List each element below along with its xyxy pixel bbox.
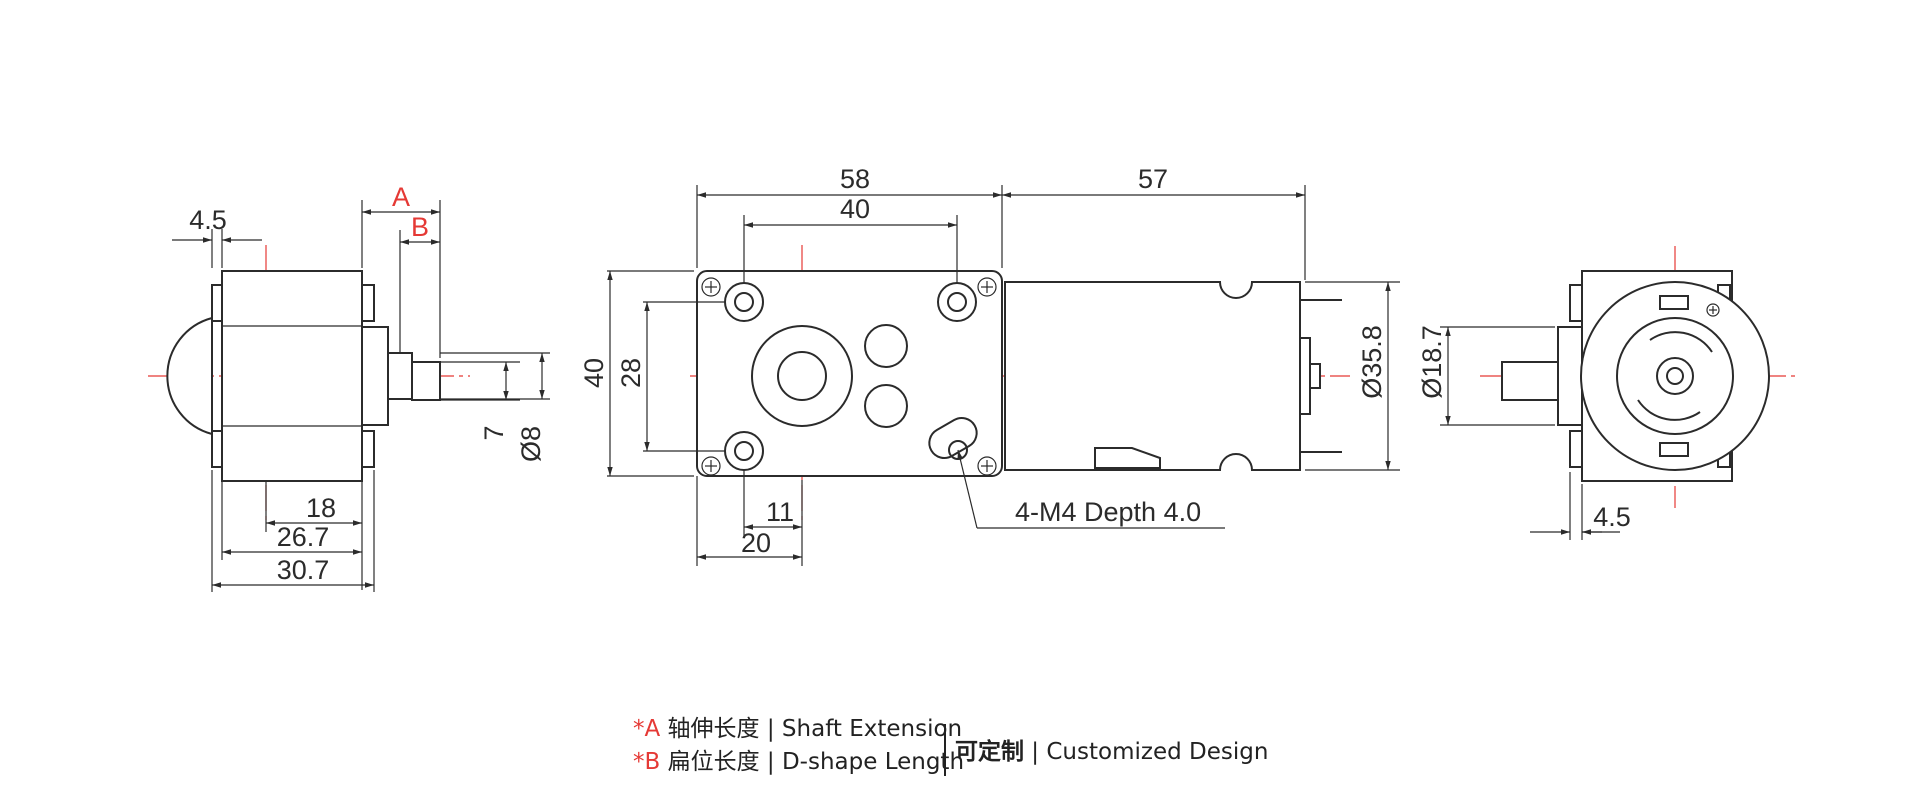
- legend-custom-cn: 可定制: [955, 739, 1024, 765]
- screw-icon: [701, 277, 721, 297]
- dim-body-width: 18: [306, 493, 336, 523]
- legend-en-b: D-shape Length: [781, 749, 965, 775]
- end-shaft-center: [1666, 367, 1684, 385]
- end-bearing: [1656, 357, 1694, 395]
- dim-shaft-offset-x: 20: [741, 528, 771, 558]
- screw-icon: [701, 456, 721, 476]
- legend-sep-b: |: [759, 749, 782, 775]
- dim-gearbox-length: 58: [840, 164, 870, 194]
- legend-sep-a: |: [759, 716, 782, 742]
- legend-mark-a: *A: [633, 716, 661, 742]
- end-view: Ø18.7 4.5: [1417, 246, 1800, 540]
- legend: *A 轴伸长度 | Shaft Extension *B 扁位长度 | D-sh…: [0, 700, 1920, 785]
- dim-hole-spacing-y: 28: [616, 358, 646, 388]
- legend-en-a: Shaft Extension: [781, 716, 963, 742]
- side-tab-top-right: [361, 284, 375, 322]
- callout-thread: 4-M4 Depth 4.0: [1015, 497, 1201, 527]
- front-motor-label: [1094, 447, 1161, 469]
- side-motor-dome: [166, 316, 213, 436]
- legend-rows: *A 轴伸长度 | Shaft Extension *B 扁位长度 | D-sh…: [633, 713, 964, 779]
- front-gear-hole: [864, 384, 908, 428]
- front-shaft: [777, 351, 827, 401]
- side-boss: [361, 326, 389, 426]
- plus-icon: [1706, 303, 1720, 317]
- end-vent-slot: [1649, 331, 1713, 353]
- end-vent-slot: [1637, 399, 1701, 421]
- side-gearbox-body: [221, 270, 363, 482]
- front-motor-can: [1004, 281, 1301, 471]
- front-gearbox-plate: [696, 270, 1003, 477]
- side-tab-bottom-right: [361, 430, 375, 468]
- side-shaft-flat: [411, 361, 441, 401]
- dim-total-depth: 26.7: [277, 522, 330, 552]
- front-view: 58 57 40 40 28 11 20 Ø35.8 4-M4 Depth 4.…: [579, 164, 1400, 566]
- screw-icon: [977, 277, 997, 297]
- legend-row-b: *B 扁位长度 | D-shape Length: [633, 746, 964, 779]
- dim-end-flange-gap: 4.5: [1593, 502, 1631, 532]
- legend-cn-b: 扁位长度: [667, 749, 760, 775]
- end-terminal: [1659, 295, 1689, 310]
- legend-customized: 可定制 | Customized Design: [955, 732, 1268, 766]
- legend-cn-a: 轴伸长度: [667, 716, 760, 742]
- screw-icon: [977, 456, 997, 476]
- dim-shaft-diameter: Ø8: [516, 426, 546, 462]
- end-motor-face: [1580, 281, 1770, 471]
- front-gear-hole: [864, 324, 908, 368]
- end-tab: [1569, 430, 1583, 468]
- legend-divider: [944, 724, 946, 776]
- dim-motor-diameter: Ø35.8: [1357, 325, 1387, 399]
- end-tab: [1569, 284, 1583, 322]
- dim-gearbox-height: 40: [579, 358, 609, 388]
- dim-flat-height: 7: [479, 425, 509, 440]
- front-motor-bearing: [1309, 363, 1321, 389]
- dim-side-flange-gap: 4.5: [189, 205, 227, 235]
- side-shaft-base: [387, 352, 413, 400]
- front-shaft-boss: [751, 325, 853, 427]
- end-boss: [1557, 326, 1583, 426]
- dim-boss-diameter: Ø18.7: [1417, 325, 1447, 399]
- end-terminal: [1659, 442, 1689, 457]
- legend-custom-sep: |: [1024, 739, 1047, 765]
- legend-mark-b: *B: [633, 749, 661, 775]
- end-motor-ring: [1616, 317, 1734, 435]
- end-shaft: [1501, 361, 1559, 401]
- side-view: 4.5 A B 7 Ø8 18 26.7 30.7: [148, 182, 550, 592]
- front-motor-endcap: [1299, 337, 1311, 415]
- legend-custom-en: Customized Design: [1046, 739, 1269, 765]
- dim-motor-length: 57: [1138, 164, 1168, 194]
- dim-shaft-extension: A: [392, 182, 410, 212]
- dim-overall-depth: 30.7: [277, 555, 330, 585]
- dim-hole-offset-x: 11: [766, 497, 794, 527]
- legend-row-a: *A 轴伸长度 | Shaft Extension: [633, 713, 964, 746]
- dim-hole-spacing-x: 40: [840, 194, 870, 224]
- dim-d-shape-length: B: [411, 212, 429, 242]
